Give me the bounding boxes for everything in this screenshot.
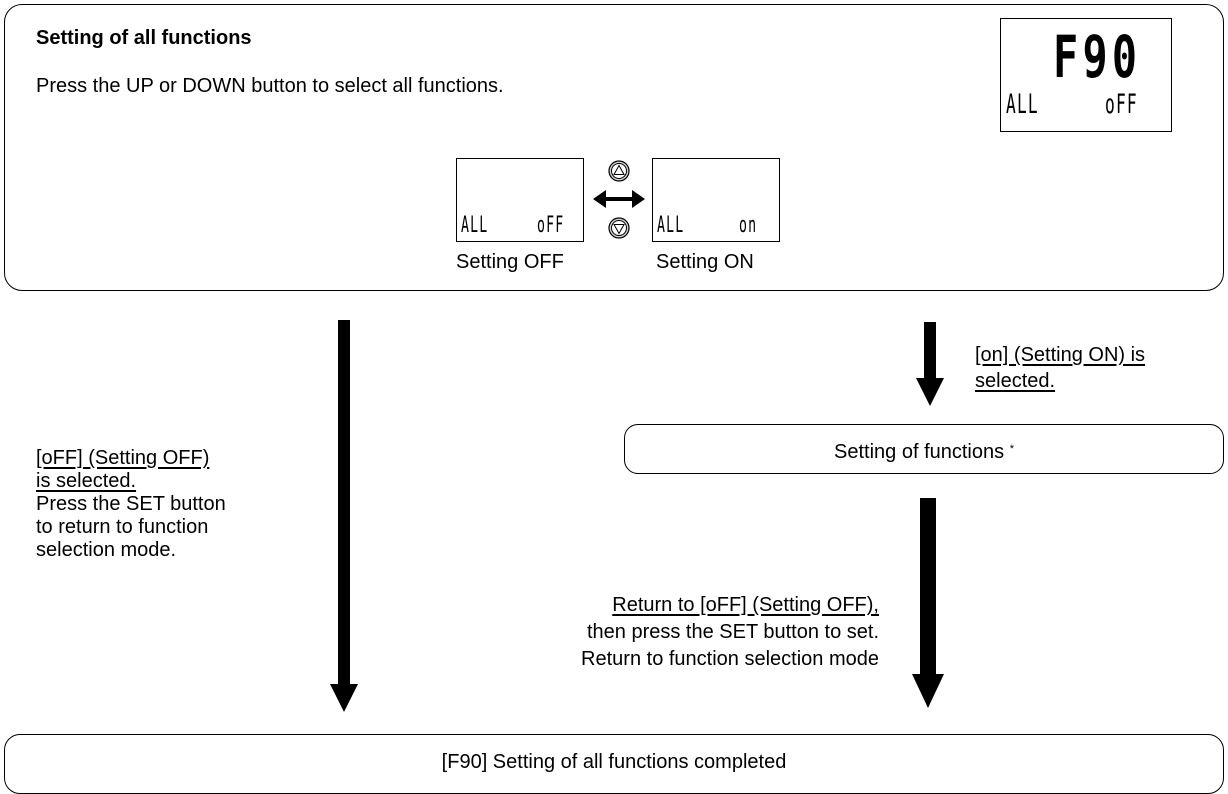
setting-functions-label: Setting of functions * [624, 437, 1224, 464]
left-note-line2: is selected. [36, 470, 137, 492]
right-note-line2: selected. [975, 370, 1056, 392]
setting-functions-text: Setting of functions [834, 441, 1005, 463]
completed-label: [F90] Setting of all functions completed [441, 751, 787, 773]
lcd-big-code: F90 [1053, 23, 1142, 91]
right-note-line1: [on] (Setting ON) is [975, 344, 1146, 366]
left-note-line1: [oFF] (Setting OFF) [36, 447, 210, 469]
lcd-on-left: ALL [657, 213, 685, 238]
return-note-line2: then press the SET button to set. [586, 621, 879, 643]
lcd-small-right: oFF [1105, 89, 1138, 120]
panel-instruction: Press the UP or DOWN button to select al… [36, 75, 504, 97]
lcd-setting-on: ALL on [652, 158, 780, 242]
asterisk-mark: * [1009, 443, 1014, 455]
lcd-on-right: on [739, 213, 758, 238]
setting-functions-box [624, 424, 1224, 474]
lcd-off-left: ALL [461, 213, 489, 238]
left-note-line5: selection mode. [36, 539, 177, 561]
toggle-double-arrow [593, 190, 645, 208]
up-button-icon [608, 160, 630, 182]
panel-title: Setting of all functions [36, 27, 252, 49]
lcd-small-left: ALL [1006, 89, 1039, 120]
return-note-line1: Return to [oFF] (Setting OFF), [612, 594, 879, 616]
lcd-setting-off: ALL oFF [456, 158, 584, 242]
right-down-arrow-top [916, 322, 944, 406]
left-note-line4: to return to function [36, 516, 209, 538]
left-note-line3: Press the SET button [36, 493, 226, 515]
down-button-icon [608, 217, 630, 239]
left-down-arrow [330, 320, 358, 712]
label-setting-off: Setting OFF [456, 251, 564, 273]
label-setting-on: Setting ON [656, 251, 754, 273]
return-note-line3: Return to function selection mode [581, 648, 879, 670]
right-down-arrow-bottom [912, 498, 944, 708]
main-lcd-display: F90 ALL oFF [1000, 18, 1172, 132]
lcd-off-right: oFF [537, 213, 565, 238]
